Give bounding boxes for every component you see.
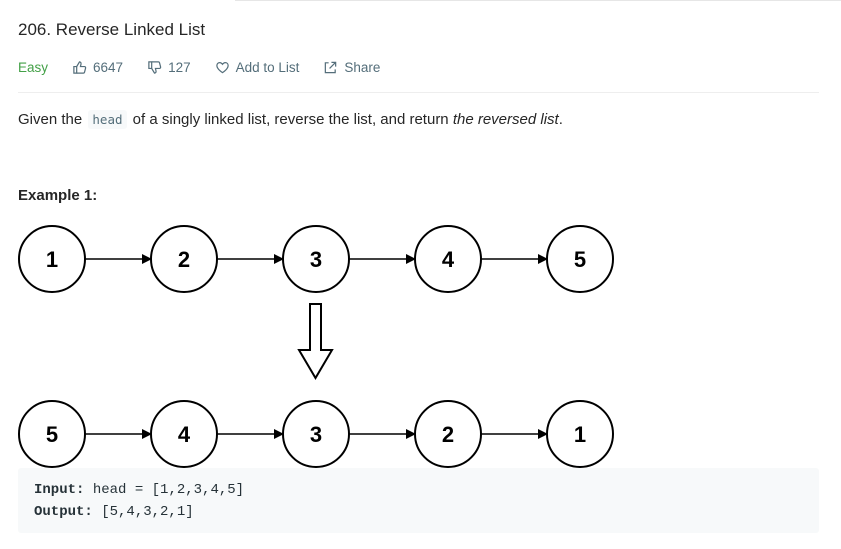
output-label: Output: [34,504,93,520]
header-divider [18,92,819,93]
after-node [414,400,482,468]
after-node [18,400,86,468]
after-node-value: 2 [442,422,454,447]
input-value: head = [1,2,3,4,5] [92,482,245,498]
output-value: [5,4,3,2,1] [101,504,194,520]
thumbs-up-icon [73,60,87,74]
before-node-value: 1 [46,247,58,272]
before-node-value: 4 [442,247,455,272]
after-node-value: 1 [574,422,586,447]
after-node [150,400,218,468]
top-border [235,0,841,1]
input-line: Input: head = [1,2,3,4,5] [34,482,244,498]
output-line: Output: [5,4,3,2,1] [34,504,194,520]
problem-description: Given the head of a singly linked list, … [18,110,563,129]
add-to-list-label: Add to List [235,59,300,75]
heart-icon [215,61,229,73]
dislike-button[interactable]: 127 [147,60,191,75]
share-button[interactable]: Share [323,60,380,75]
description-text: Given the [18,111,83,128]
after-node-value: 5 [46,422,58,447]
list-after: 5 4 3 2 1 [18,400,614,468]
input-label: Input: [34,482,85,498]
before-node [546,225,614,293]
before-node [18,225,86,293]
dislike-count: 127 [168,59,191,75]
inline-code-head: head [88,110,127,129]
thumbs-down-icon [148,60,162,74]
after-node-value: 3 [310,422,322,447]
add-to-list-button[interactable]: Add to List [215,59,300,75]
after-node-value: 4 [178,422,191,447]
problem-meta-bar: Easy 6647 127 Add to List Share [18,58,404,76]
difficulty-badge: Easy [18,59,49,75]
before-node-value: 3 [310,247,322,272]
down-arrow [297,303,334,380]
before-node [414,225,482,293]
share-label: Share [344,59,381,75]
example-code-block: Input: head = [1,2,3,4,5] Output: [5,4,3… [18,468,819,533]
before-node-value: 2 [178,247,190,272]
like-button[interactable]: 6647 [72,60,123,75]
like-count: 6647 [93,59,124,75]
before-node-value: 5 [574,247,586,272]
list-before: 1 2 3 4 5 [18,225,614,293]
linked-list-diagram: 1 2 3 4 5 5 4 3 2 1 [18,225,614,468]
description-text: of a singly linked list, reverse the lis… [132,111,449,128]
example-title: Example 1: [18,187,98,204]
description-emphasis: the reversed list [452,111,559,128]
problem-title: 206. Reverse Linked List [18,20,206,39]
after-node [546,400,614,468]
description-end: . [558,111,563,128]
after-node [282,400,350,468]
before-node [150,225,218,293]
share-icon [325,61,337,73]
before-node [282,225,350,293]
